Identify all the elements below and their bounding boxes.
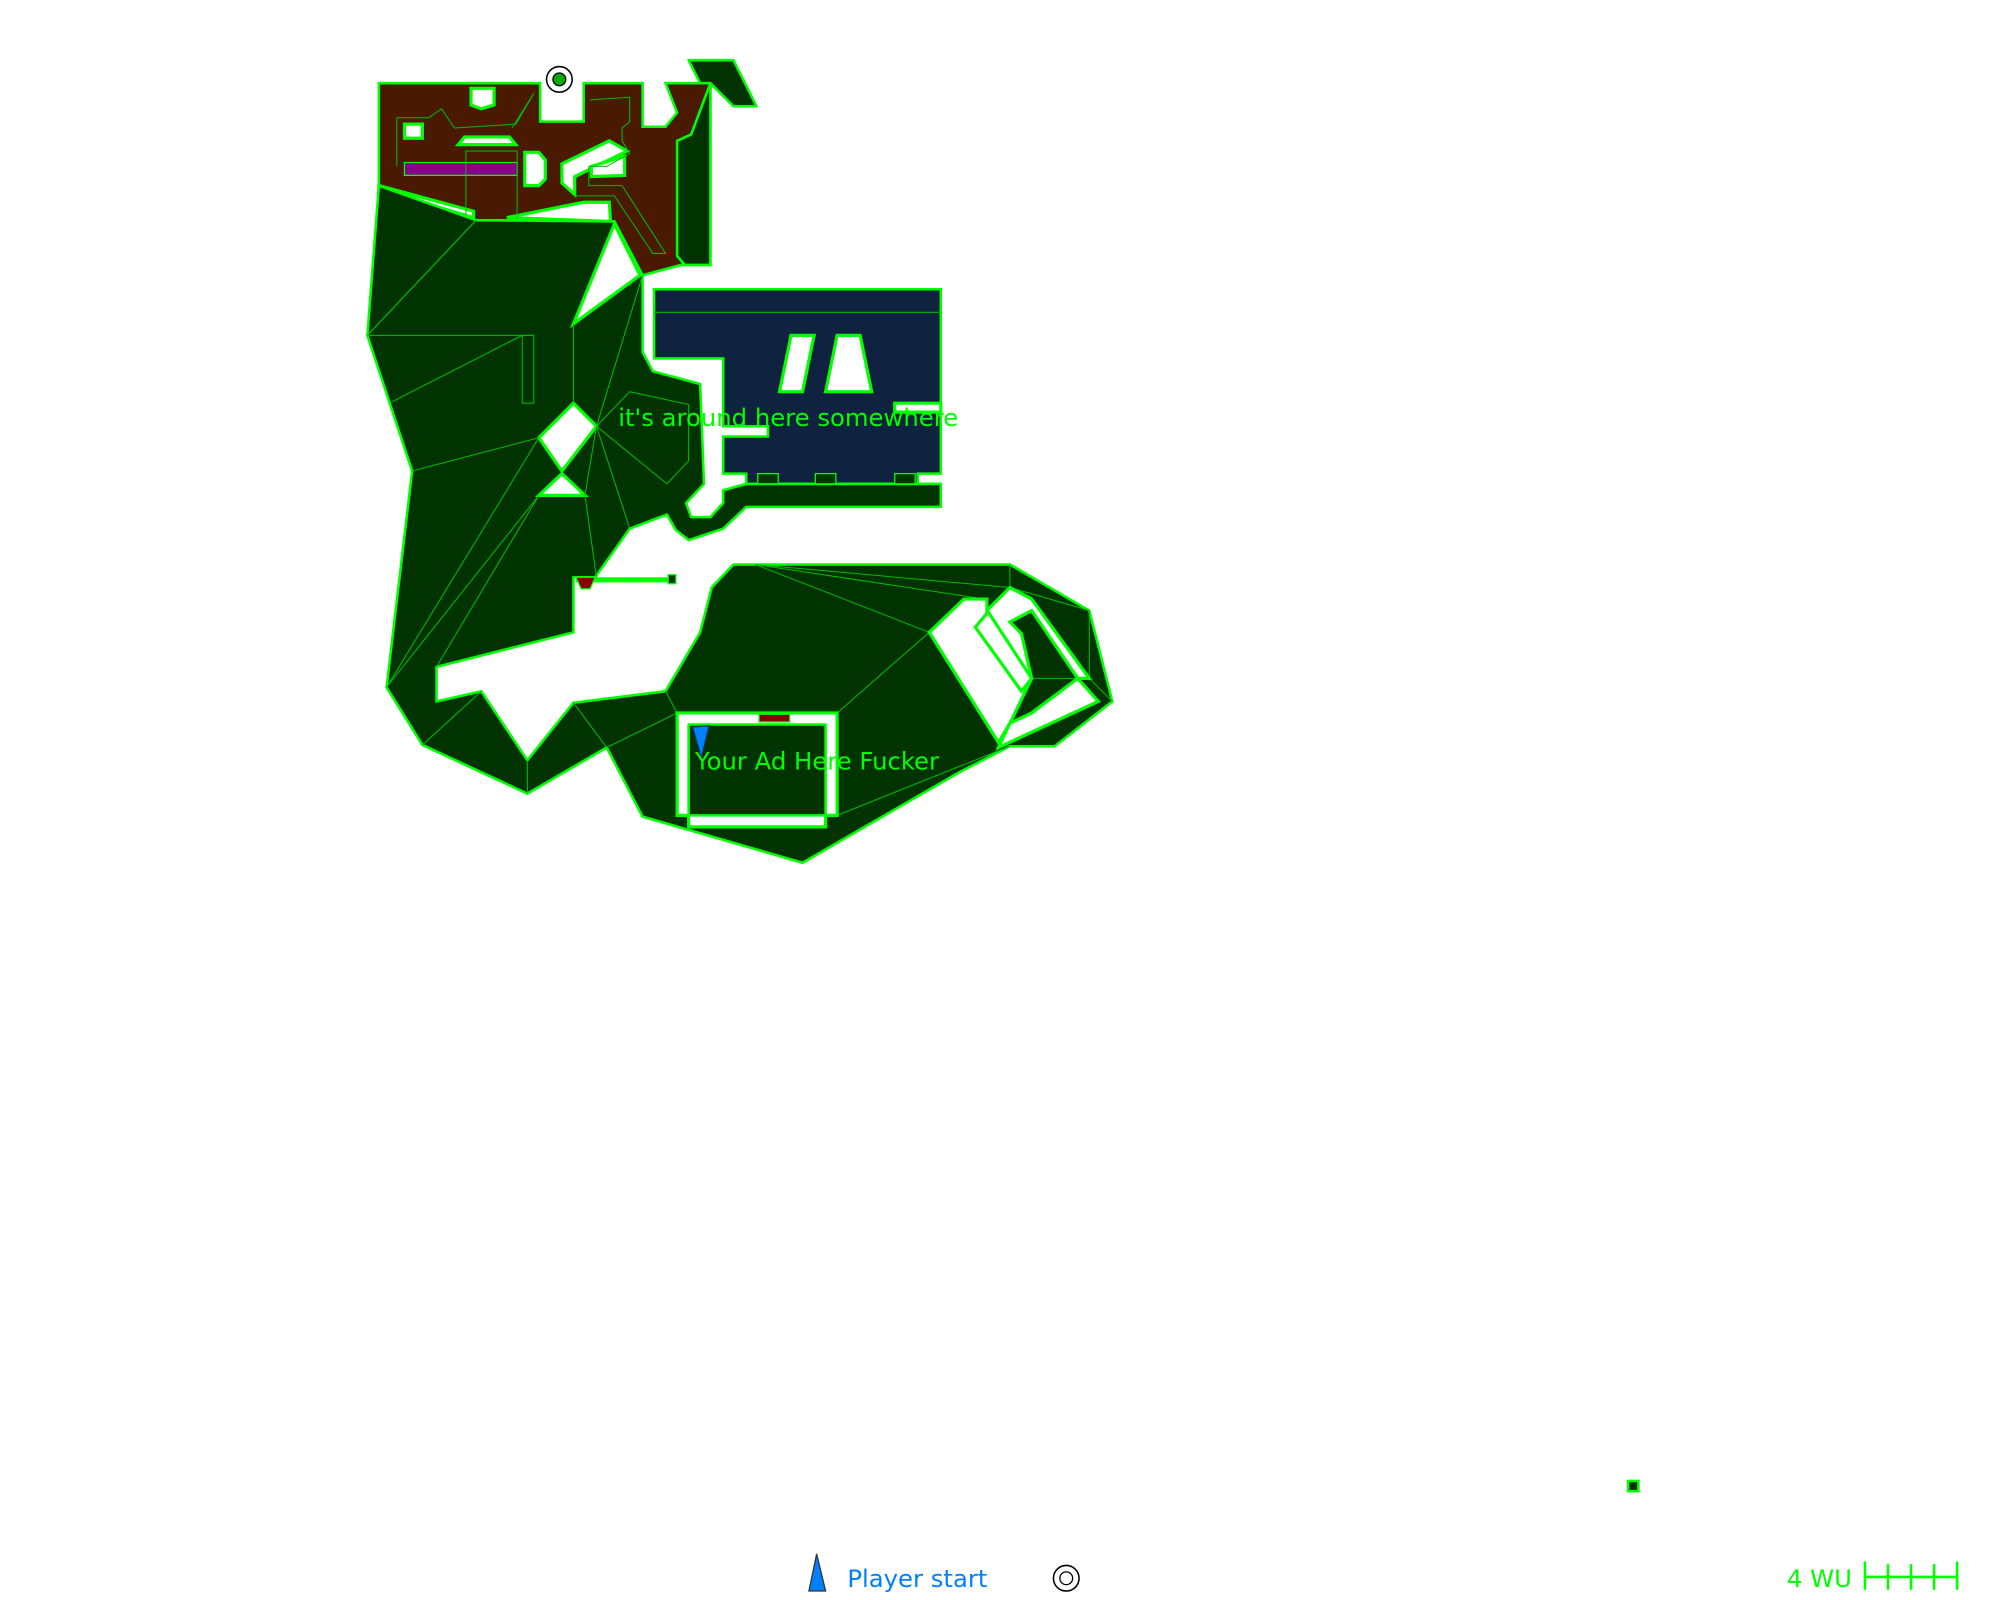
red-marker	[575, 576, 597, 590]
wall-block	[777, 333, 817, 394]
vent	[894, 472, 916, 485]
triangulation	[366, 219, 1113, 816]
wall-block	[560, 138, 631, 199]
wall-block	[995, 676, 1101, 751]
wall-block	[454, 135, 520, 147]
main-floor	[366, 184, 1114, 864]
wall-block	[893, 401, 943, 414]
bridge	[576, 577, 676, 583]
gap	[569, 220, 643, 329]
scale-label: 4 WU	[1787, 1564, 1852, 1593]
scale-bar	[1863, 1561, 1959, 1590]
inner-room	[687, 723, 827, 817]
switch	[667, 574, 677, 585]
gap	[534, 471, 589, 497]
player-start-marker-icon	[691, 725, 710, 761]
player-start-legend-label: Player start	[847, 1564, 987, 1593]
ad-note-label: Your Ad Here Fucker	[694, 746, 939, 775]
red-door	[758, 713, 791, 723]
corridor-outline	[573, 96, 667, 254]
area-note-label: it's around here somewhere	[618, 403, 958, 432]
player-start-triangle-icon	[808, 1553, 827, 1592]
tower-block	[687, 58, 758, 108]
column-strip	[675, 81, 712, 267]
corridor-outline	[396, 93, 535, 167]
stray-marker	[1626, 1479, 1640, 1493]
vent	[757, 472, 779, 485]
exit-legend-icon	[1052, 1564, 1080, 1592]
vent	[814, 472, 837, 485]
target-ring-icon	[545, 65, 573, 93]
wall-block	[523, 150, 547, 188]
wall-block	[402, 122, 424, 140]
wall-block	[823, 333, 874, 394]
wall-block	[469, 86, 496, 111]
wall-block	[973, 609, 1034, 694]
purple-strip	[403, 161, 518, 176]
